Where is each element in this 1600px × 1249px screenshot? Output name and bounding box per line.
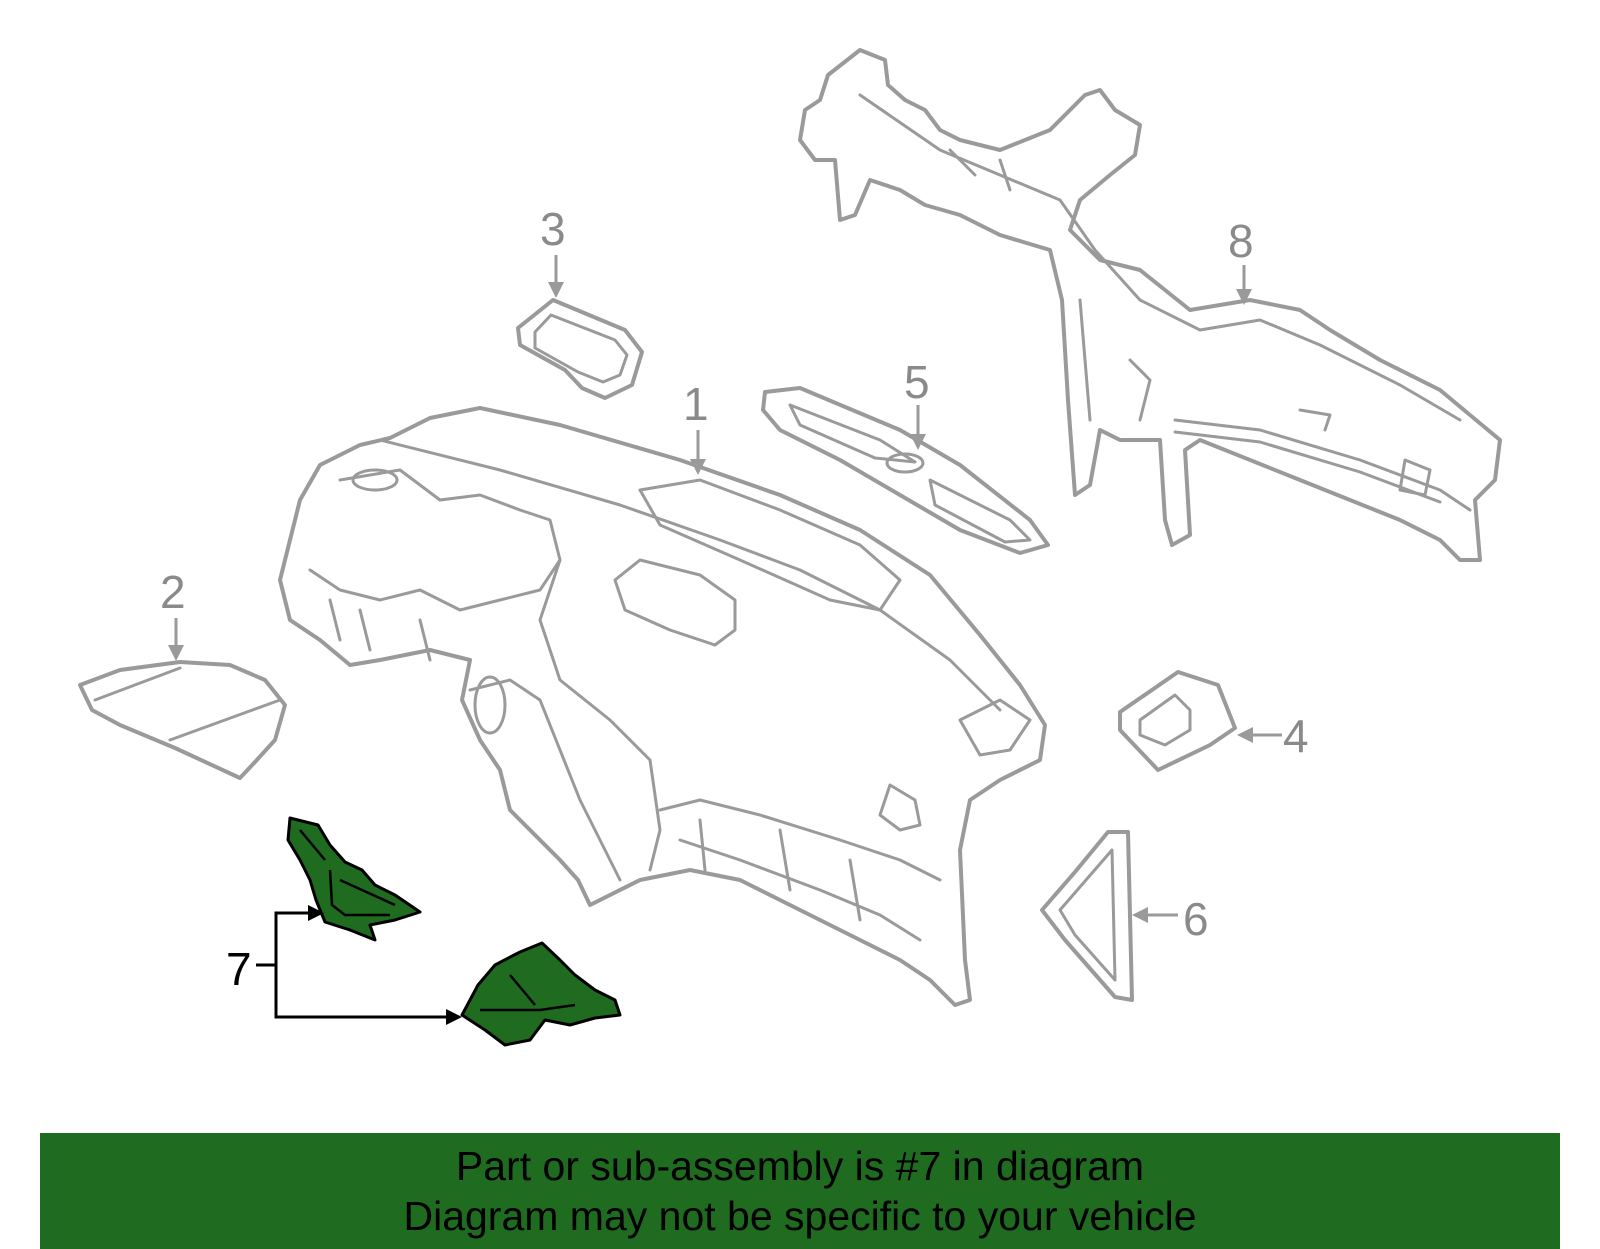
callout-2: 2	[160, 566, 186, 618]
callout-7: 7	[226, 943, 252, 995]
leader-7	[256, 905, 462, 1025]
part-3-panel	[516, 298, 644, 400]
banner-line-1: Part or sub-assembly is #7 in diagram	[455, 1143, 1145, 1189]
part-4-vent-bezel	[1118, 670, 1237, 772]
part-8-crossmember	[798, 48, 1502, 562]
part-1-instrument-panel	[278, 406, 1047, 1007]
part-2-side-cover	[78, 660, 287, 780]
part-7-lower-bracket	[460, 941, 622, 1047]
callout-8: 8	[1228, 215, 1254, 267]
part-7-upper-bracket	[286, 816, 422, 942]
callout-6: 6	[1183, 893, 1209, 945]
callout-5: 5	[904, 356, 930, 408]
parts-diagram: 3 1 2 5 8 4 6 7	[78, 48, 1502, 1047]
callout-4: 4	[1283, 710, 1309, 762]
info-banner: Part or sub-assembly is #7 in diagram Di…	[40, 1133, 1560, 1249]
part-6-corner-cover	[1040, 830, 1134, 1002]
leader-lines	[168, 255, 1282, 923]
callout-3: 3	[540, 203, 566, 255]
callout-1: 1	[683, 378, 709, 430]
banner-line-2: Diagram may not be specific to your vehi…	[403, 1193, 1197, 1239]
part-5-defroster-grille	[761, 386, 1050, 555]
